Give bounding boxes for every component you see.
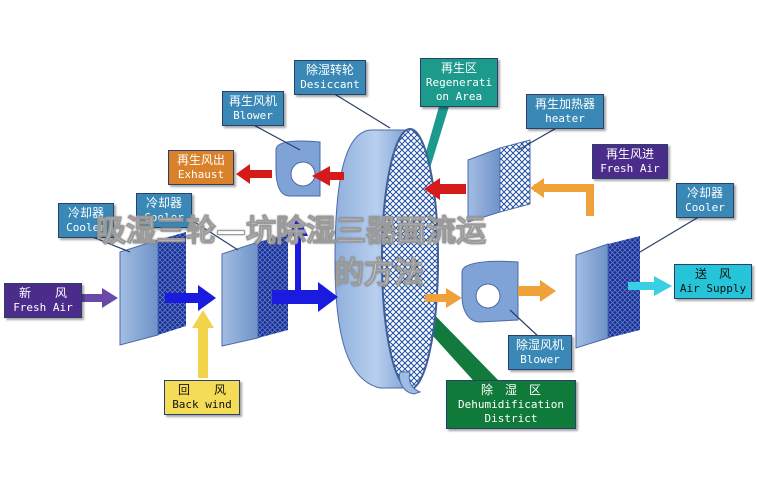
heater-label-cn: 再生加热器 <box>534 97 595 111</box>
cooler-unit-left <box>119 232 186 346</box>
cooler-mid-label: 冷却器 Cooler <box>136 193 192 228</box>
blower-bottom <box>461 260 519 323</box>
cooler-unit-mid <box>221 234 288 347</box>
blower-bottom-label: 除湿风机 Blower <box>508 335 572 370</box>
back-wind-label-en: Back wind <box>172 398 232 411</box>
blower-bottom-label-en: Blower <box>520 353 560 366</box>
cooler-left-label-cn: 冷却器 <box>67 206 104 220</box>
exhaust-label: 再生风出 Exhaust <box>168 150 234 185</box>
air-supply-label-cn: 送 风 <box>694 267 731 281</box>
back-wind-label-cn: 回 风 <box>177 383 226 397</box>
blower-top-label-en: Blower <box>233 109 273 122</box>
desiccant-label: 除湿转轮 Desiccant <box>294 60 366 95</box>
cooler-mid-label-en: Cooler <box>144 211 184 224</box>
fresh-air-label: 新 风 Fresh Air <box>4 283 82 318</box>
heater-label: 再生加热器 heater <box>526 94 604 129</box>
regeneration-pointer <box>422 103 450 168</box>
dehumidification-label-en2: District <box>484 411 538 425</box>
desiccant-label-en: Desiccant <box>300 78 360 91</box>
cooler-unit-right <box>575 236 640 349</box>
blue-arrows <box>165 216 338 312</box>
dehumidification-label-en1: Dehumidification <box>458 398 564 411</box>
air-supply-label-en: Air Supply <box>679 282 747 295</box>
back-wind-label: 回 风 Back wind <box>164 380 240 415</box>
air-supply-label: 送 风 Air Supply <box>674 264 752 299</box>
desiccant-label-cn: 除湿转轮 <box>305 63 354 77</box>
blower-top <box>275 140 321 197</box>
red-arrows <box>236 164 466 200</box>
fresh-air-in-label-cn: 再生风进 <box>605 147 654 161</box>
cooler-right-label: 冷却器 Cooler <box>676 183 734 218</box>
fresh-air-in-label-en: Fresh Air <box>600 162 660 175</box>
regeneration-area-label: 再生区 Regenerati on Area <box>420 58 498 107</box>
heater-unit <box>467 139 531 223</box>
cooler-right-label-cn: 冷却器 <box>686 186 723 200</box>
air-supply-arrow <box>628 276 672 296</box>
back-wind-arrow <box>192 310 214 378</box>
fresh-air-arrow <box>82 288 118 308</box>
cooler-mid-label-cn: 冷却器 <box>145 196 182 210</box>
overlay-title-line1: 吸湿三轮—坑除湿三器面流运 <box>96 214 487 250</box>
exhaust-label-en: Exhaust <box>177 168 225 181</box>
fresh-air-label-en: Fresh Air <box>13 301 73 314</box>
blower-bottom-label-cn: 除湿风机 <box>515 338 564 352</box>
blower-top-label-cn: 再生风机 <box>228 94 277 108</box>
regeneration-area-label-en2: on Area <box>435 89 483 103</box>
fresh-air-in-label: 再生风进 Fresh Air <box>592 144 668 179</box>
cooler-left-label-en: Cooler <box>66 221 106 234</box>
desiccant-wheel <box>334 128 439 395</box>
cooler-right-label-en: Cooler <box>685 201 725 214</box>
fresh-air-label-cn: 新 风 <box>18 286 67 300</box>
cooler-left-label: 冷却器 Cooler <box>58 203 114 238</box>
blower-top-label: 再生风机 Blower <box>222 91 284 126</box>
exhaust-label-cn: 再生风出 <box>176 153 225 167</box>
heater-label-en: heater <box>545 112 585 125</box>
overlay-title-line2: 的方法 <box>334 256 425 292</box>
regeneration-area-label-en1: Regenerati <box>425 76 493 89</box>
regeneration-area-label-cn: 再生区 <box>440 61 477 75</box>
dehumidification-label-cn: 除 湿 区 <box>480 383 541 397</box>
orange-arrows <box>425 178 594 308</box>
dehumidification-label: 除 湿 区 Dehumidification District <box>446 380 576 429</box>
